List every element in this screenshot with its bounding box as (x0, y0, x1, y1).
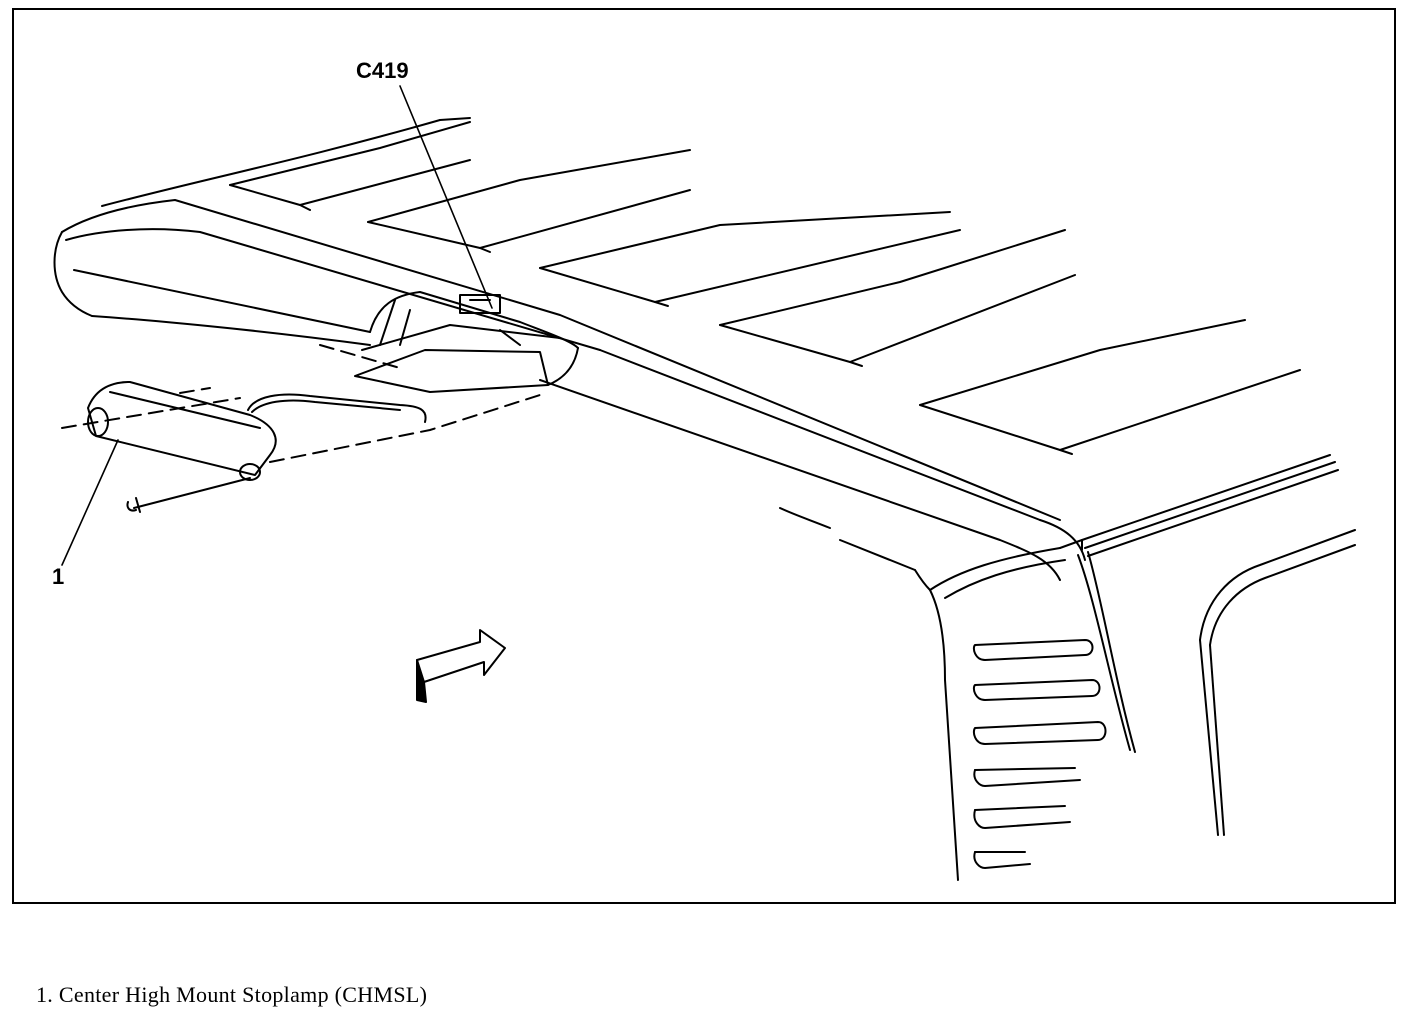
callout-c419: C419 (356, 58, 409, 83)
roof-panel (53, 117, 1339, 881)
legend-number: 1. (36, 982, 54, 1007)
roof-ribs (229, 121, 1301, 455)
diagram-frame (12, 8, 1396, 904)
view-arrow (416, 629, 506, 703)
callout-1: 1 (52, 564, 64, 589)
vent-louvers (972, 639, 1107, 869)
lamp-recess (354, 291, 579, 393)
stoplamp-assembly (87, 381, 277, 481)
legend-text: Center High Mount Stoplamp (CHMSL) (58, 982, 428, 1007)
legend: 1. Center High Mount Stoplamp (CHMSL) (36, 982, 427, 1008)
door-opening (1199, 529, 1356, 836)
alignment-lines (61, 344, 541, 463)
lamp-wiring (247, 393, 427, 423)
fastener-screw (126, 477, 251, 513)
leader-lines (61, 85, 493, 566)
